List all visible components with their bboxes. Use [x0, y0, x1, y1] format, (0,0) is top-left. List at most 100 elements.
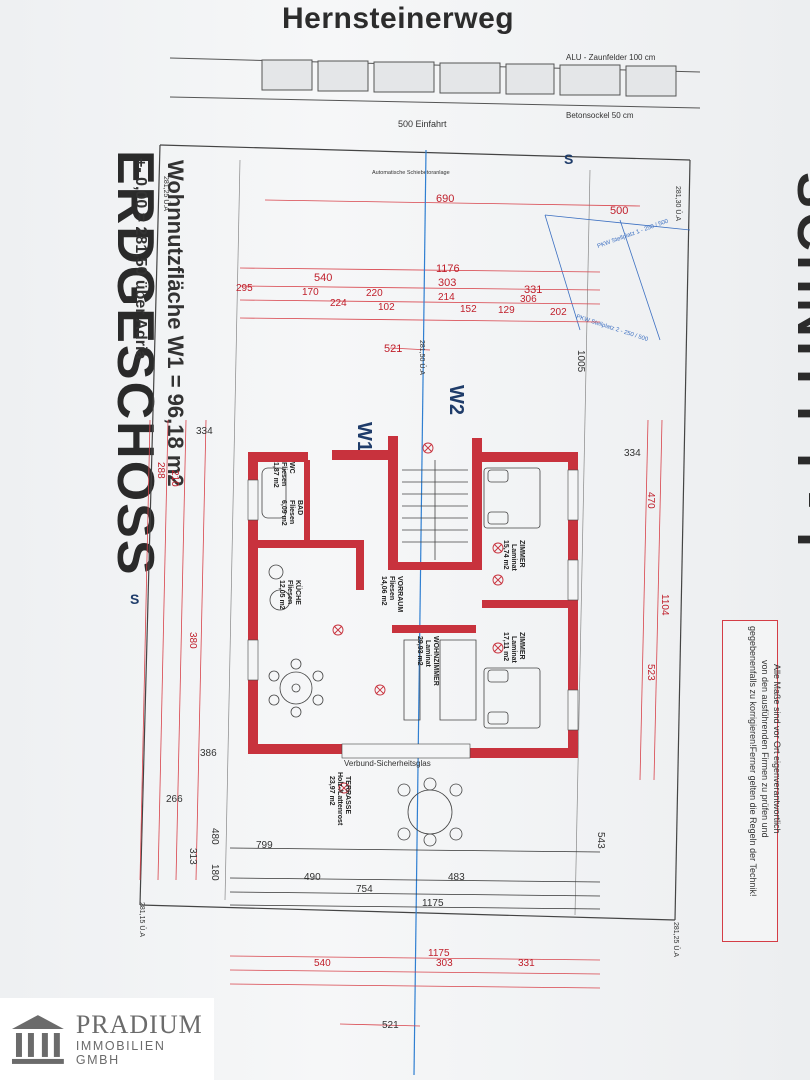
- dim-523: 523: [645, 664, 656, 681]
- section-line: [413, 149, 427, 1076]
- dim-490: 490: [304, 872, 321, 883]
- room-wohnzimmer-floor: Laminat: [424, 640, 431, 668]
- dim-483: 483: [448, 872, 465, 883]
- dim-1104: 1104: [659, 594, 670, 616]
- dim-470: 470: [645, 492, 656, 509]
- room-wc-area: 1,87 m2: [272, 462, 279, 488]
- dim-180: 180: [209, 864, 220, 881]
- room-zimmer-2-name: ZIMMER: [518, 632, 525, 660]
- level-281-15: 281,15 Ü.A: [138, 902, 146, 937]
- brand-name: PRADIUM: [75, 1010, 203, 1039]
- ceiling-lights: [332, 442, 504, 794]
- room-wohnzimmer-area: 29,93 m2: [416, 636, 423, 666]
- entry-label: 500 Einfahrt: [398, 119, 447, 129]
- dim-690: 690: [436, 193, 454, 205]
- dim-1176: 1176: [436, 263, 460, 275]
- dim-210: 210: [169, 470, 180, 487]
- dim-799: 799: [256, 840, 273, 851]
- building-walls: [248, 436, 578, 758]
- dim-129: 129: [498, 305, 515, 316]
- room-kueche-floor: Fliesen: [286, 580, 293, 604]
- dim-754: 754: [356, 884, 373, 895]
- parking-area: [544, 214, 691, 341]
- room-terrasse-floor: Holz-/Lattenrost: [336, 772, 343, 826]
- room-terrasse-area: 23,97 m2: [328, 776, 335, 806]
- dim-334-left: 334: [196, 426, 213, 437]
- level-281-30: 281,30 Ü.A: [674, 186, 682, 221]
- dim-202: 202: [550, 307, 567, 318]
- fence: [169, 57, 701, 109]
- dim-500: 500: [610, 205, 628, 217]
- dimension-chains-left: [139, 419, 207, 881]
- dimension-chains-top: [239, 199, 641, 351]
- property-boundary: [139, 144, 691, 921]
- dim-1175: 1175: [422, 898, 444, 909]
- glass-label: Verbund-Sicherheitsglas: [344, 759, 431, 768]
- dim-266: 266: [166, 794, 183, 805]
- level-281-25-bottom: 281,25 Ü.A: [672, 922, 680, 957]
- dimension-chains-repeat: [229, 955, 601, 1027]
- room-zimmer-2-floor: Laminat: [510, 636, 517, 664]
- dim-540-repeat: 540: [314, 958, 331, 969]
- brand-subtitle: IMMOBILIEN GMBH: [75, 1039, 166, 1067]
- dim-331-repeat: 331: [518, 958, 535, 969]
- room-zimmer-1-name: ZIMMER: [518, 540, 525, 568]
- room-wc-name: WC: [288, 462, 295, 474]
- room-zimmer-1-floor: Laminat: [510, 544, 517, 572]
- windows: [247, 469, 579, 759]
- dim-380: 380: [187, 632, 198, 649]
- level-281-25-top: 281,25 Ü.A: [162, 176, 170, 211]
- room-vorraum-area: 14,06 m2: [380, 576, 387, 606]
- dim-288: 288: [155, 462, 166, 479]
- dim-152: 152: [460, 304, 477, 315]
- room-bad-name: BAD: [296, 500, 303, 515]
- dim-521: 521: [384, 343, 402, 355]
- furniture: [261, 460, 541, 847]
- room-bad-area: 6,09 m2: [280, 500, 287, 526]
- room-labels: ZIMMER Laminat 15,74 m2 ZIMMER Laminat 1…: [272, 462, 525, 826]
- s-marker-top: S: [564, 151, 573, 167]
- w2-label: W2: [445, 385, 467, 415]
- room-terrasse-name: TERRASSE: [344, 776, 351, 814]
- dim-306: 306: [520, 294, 537, 305]
- dim-313: 313: [187, 848, 198, 865]
- dim-220: 220: [366, 288, 383, 299]
- w1-label: W1: [353, 422, 375, 452]
- room-wc-floor: Fliesen: [280, 462, 287, 486]
- dim-102: 102: [378, 302, 395, 313]
- dim-331: 331: [524, 284, 542, 296]
- room-bad-floor: Fliesen: [288, 500, 295, 524]
- street-name: Hernsteinerweg: [282, 2, 515, 35]
- company-logo: PRADIUM IMMOBILIEN GMBH: [0, 998, 214, 1080]
- dim-170: 170: [302, 287, 319, 298]
- dim-543: 543: [595, 832, 606, 849]
- dim-480: 480: [209, 828, 220, 845]
- dim-224: 224: [330, 298, 347, 309]
- dim-214: 214: [438, 292, 455, 303]
- s-marker-left: S: [130, 591, 139, 607]
- dim-303: 303: [438, 277, 456, 289]
- dimension-chains-bottom: [229, 847, 601, 910]
- gate-label: Automatische Schiebetoranlage: [372, 170, 450, 176]
- room-vorraum-floor: Fliesen: [388, 576, 395, 600]
- dim-295: 295: [236, 283, 253, 294]
- parking-1-label: PKW Stellplatz 1 - 250 / 500: [597, 218, 670, 250]
- dim-334-right: 334: [624, 448, 641, 459]
- base-label: Betonsockel 50 cm: [566, 111, 634, 120]
- room-kueche-name: KÜCHE: [294, 580, 303, 605]
- fence-label: ALU - Zaunfelder 100 cm: [566, 53, 656, 62]
- room-kueche-area: 12,05 m2: [278, 580, 285, 610]
- dim-386: 386: [200, 748, 217, 759]
- dimension-chains-right: [639, 419, 663, 781]
- room-wohnzimmer-name: WOHNZIMMER: [432, 636, 439, 686]
- level-281-50: 281,50 Ü.A: [418, 340, 426, 375]
- columns-icon: [11, 1015, 64, 1064]
- disclaimer-box: [722, 620, 778, 942]
- room-zimmer-1-area: 15,74 m2: [502, 540, 509, 570]
- dim-303-repeat: 303: [436, 958, 453, 969]
- room-vorraum-name: VORRAUM: [396, 576, 403, 612]
- dim-1175-repeat: 1175: [428, 948, 450, 959]
- dim-521-repeat: 521: [382, 1020, 399, 1031]
